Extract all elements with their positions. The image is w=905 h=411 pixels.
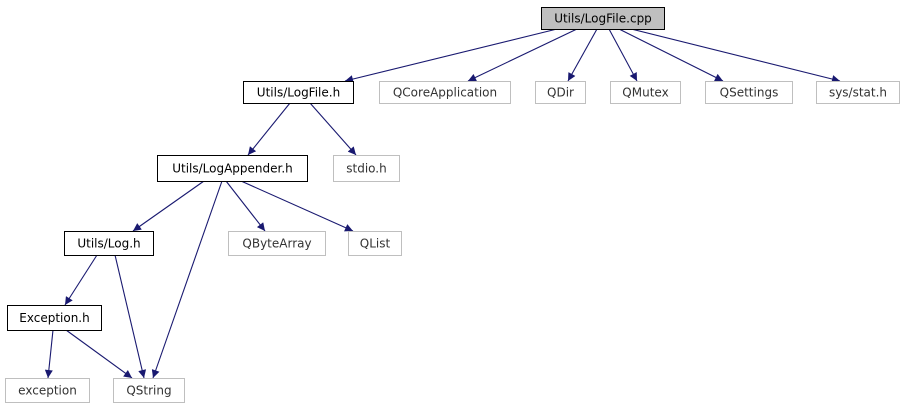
node-label: sys/stat.h <box>829 86 887 100</box>
node-label: stdio.h <box>346 162 386 176</box>
node-sysstat: sys/stat.h <box>816 81 900 104</box>
node-qstring: QString <box>113 378 185 403</box>
node-label: Utils/LogFile.h <box>257 86 340 100</box>
node-label: exception <box>18 384 77 398</box>
edge-exception_h-to-qstring <box>65 329 133 379</box>
node-box <box>7 305 102 331</box>
node-label: QByteArray <box>242 237 311 251</box>
node-box <box>228 231 326 256</box>
node-box <box>333 155 400 182</box>
edge-logappender_h-to-qlist <box>240 180 354 232</box>
node-logfile_cpp[interactable]: Utils/LogFile.cpp <box>541 7 665 30</box>
node-box <box>5 378 90 403</box>
node-label: QDir <box>547 86 574 100</box>
node-box <box>705 81 793 104</box>
edge-logappender_h-to-log_h <box>132 180 205 232</box>
node-label: QString <box>126 384 171 398</box>
node-label: Utils/LogAppender.h <box>172 162 293 176</box>
edge-logfile_cpp-to-qmutex <box>608 28 638 82</box>
node-label: Exception.h <box>19 311 89 325</box>
node-log_h[interactable]: Utils/Log.h <box>64 231 154 256</box>
node-exception_h[interactable]: Exception.h <box>7 305 102 331</box>
node-box <box>379 81 511 104</box>
node-box <box>535 81 586 104</box>
node-box <box>816 81 900 104</box>
node-box <box>113 378 185 403</box>
edge-logfile_cpp-to-qsettings <box>618 28 724 82</box>
node-qlist: QList <box>348 231 402 256</box>
node-qmutex: QMutex <box>610 81 681 104</box>
edge-logfile_h-to-stdio <box>309 102 357 156</box>
node-stdio: stdio.h <box>333 155 400 182</box>
node-box <box>243 81 354 104</box>
node-box <box>610 81 681 104</box>
node-label: QSettings <box>720 86 779 100</box>
node-qbytearray: QByteArray <box>228 231 326 256</box>
node-box <box>157 155 308 182</box>
node-label: Utils/LogFile.cpp <box>554 12 652 26</box>
edge-log_h-to-exception_h <box>64 254 98 306</box>
node-box <box>64 231 154 256</box>
node-box <box>348 231 402 256</box>
node-qcoreapp: QCoreApplication <box>379 81 511 104</box>
edge-logfile_cpp-to-qdir <box>567 28 598 82</box>
edge-exception_h-to-exception <box>44 329 54 379</box>
node-logfile_h[interactable]: Utils/LogFile.h <box>243 81 354 104</box>
edge-logfile_h-to-logappender_h <box>247 102 291 156</box>
node-label: Utils/Log.h <box>77 237 140 251</box>
node-qdir: QDir <box>535 81 586 104</box>
edge-logfile_cpp-to-sysstat <box>630 28 841 83</box>
node-exception: exception <box>5 378 90 403</box>
node-label: QCoreApplication <box>393 86 497 100</box>
edge-logfile_cpp-to-logfile_h <box>344 28 558 83</box>
edge-layer <box>44 28 841 379</box>
edge-log_h-to-qstring <box>114 254 147 379</box>
edge-logappender_h-to-qbytearray <box>225 180 266 232</box>
node-label: QMutex <box>622 86 668 100</box>
node-qsettings: QSettings <box>705 81 793 104</box>
node-label: QList <box>360 237 391 251</box>
edge-logappender_h-to-qstring <box>151 180 223 379</box>
node-box <box>541 7 665 30</box>
node-logappender_h[interactable]: Utils/LogAppender.h <box>157 155 308 182</box>
edge-logfile_cpp-to-qcoreapp <box>467 28 578 82</box>
